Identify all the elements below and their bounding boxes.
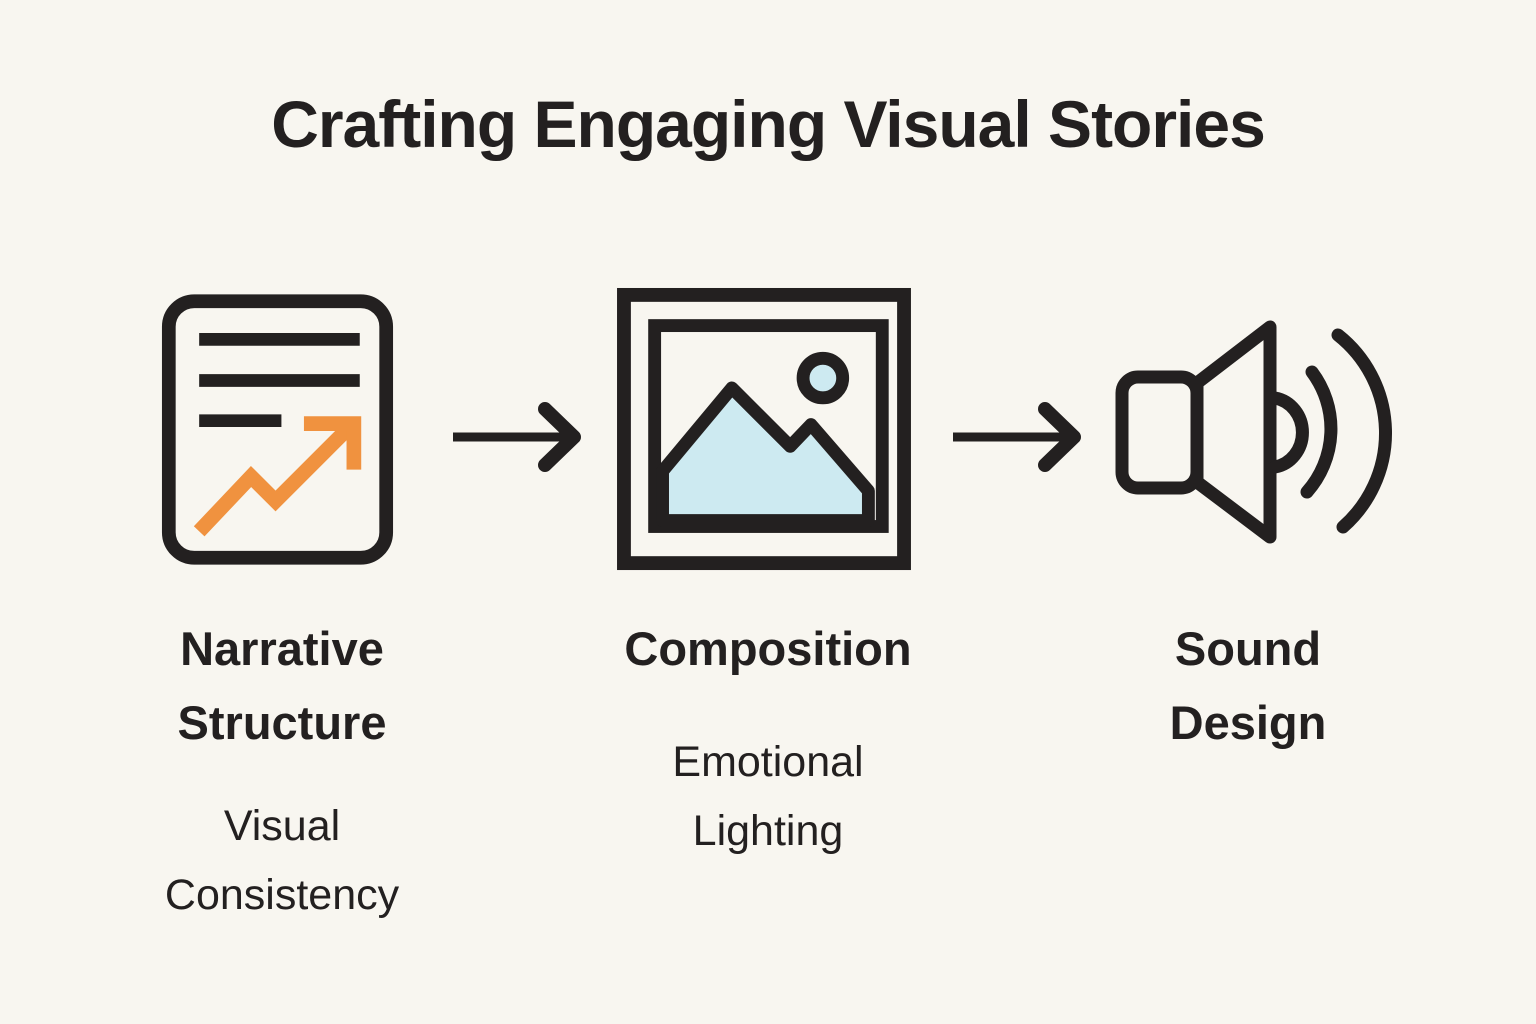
stage-sublabel-line: Consistency xyxy=(164,871,400,919)
stage-sublabel-visual-consistency: Visual Consistency xyxy=(82,792,482,930)
stage-label-composition: Composition xyxy=(568,612,968,686)
stage-label-line: Structure xyxy=(177,696,387,749)
stage-label-line: Sound xyxy=(1174,622,1322,675)
speaker-icon xyxy=(1115,320,1392,544)
stage-label-sound-design: Sound Design xyxy=(1048,612,1448,760)
stage-label-narrative-structure: Narrative Structure xyxy=(82,612,482,760)
picture-icon xyxy=(617,287,911,571)
stage-sublabel-line: Emotional xyxy=(672,738,864,786)
document-chart-icon xyxy=(161,294,394,565)
stage-sublabel-emotional-lighting: Emotional Lighting xyxy=(568,728,968,866)
page-title: Crafting Engaging Visual Stories xyxy=(271,87,1266,161)
stage-sublabel-line: Visual xyxy=(223,802,341,850)
stage-label-line: Composition xyxy=(624,622,912,675)
stage-sublabel-line: Lighting xyxy=(692,807,844,855)
arrow-right-icon xyxy=(453,402,581,472)
stage-label-line: Design xyxy=(1169,696,1327,749)
arrow-right-icon xyxy=(953,402,1081,472)
stage-label-line: Narrative xyxy=(180,622,384,675)
